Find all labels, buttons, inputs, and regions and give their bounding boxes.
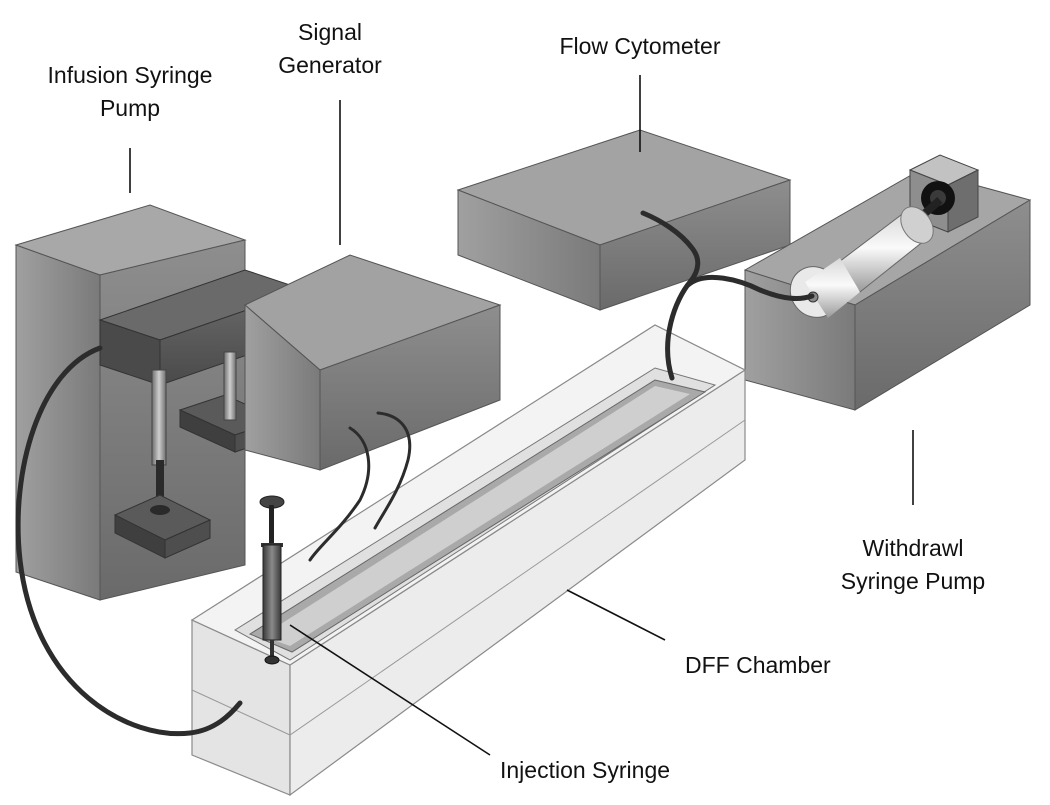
pump-platform-lower xyxy=(113,494,212,559)
pump-rod-right xyxy=(223,351,237,421)
pump-rod-left xyxy=(151,369,167,466)
leader-injection xyxy=(289,624,491,756)
flow-cytometer xyxy=(456,129,792,311)
wire-signal-2 xyxy=(373,411,412,530)
injection-syringe xyxy=(259,495,285,665)
leader-dff xyxy=(566,589,666,641)
tube-cytometer-to-withdrawl xyxy=(685,274,815,301)
label-signal-line1: Signal xyxy=(298,19,362,45)
dff-chamber xyxy=(190,324,747,797)
wire-signal-1 xyxy=(308,426,371,562)
label-injection-syringe: Injection Syringe xyxy=(500,757,670,783)
withdrawl-syringe xyxy=(789,196,943,318)
label-infusion-line1: Infusion Syringe xyxy=(48,62,213,88)
tube-chamber-to-cytometer xyxy=(640,210,701,381)
labels: Infusion Syringe Pump Signal Generator F… xyxy=(48,19,986,783)
label-withdrawl-line2: Syringe Pump xyxy=(841,568,985,594)
pump-plunger-rod xyxy=(156,460,164,510)
withdrawl-syringe-pump xyxy=(743,154,1032,411)
tube-infusion-to-chamber xyxy=(15,345,243,737)
label-infusion-line2: Pump xyxy=(100,95,160,121)
label-withdrawl-line1: Withdrawl xyxy=(863,535,964,561)
label-signal-line2: Generator xyxy=(278,52,382,78)
signal-generator xyxy=(244,254,502,471)
leader-lines xyxy=(129,75,914,756)
label-flow-cytometer: Flow Cytometer xyxy=(559,33,720,59)
tubing xyxy=(15,210,815,737)
label-dff-chamber: DFF Chamber xyxy=(685,652,831,678)
